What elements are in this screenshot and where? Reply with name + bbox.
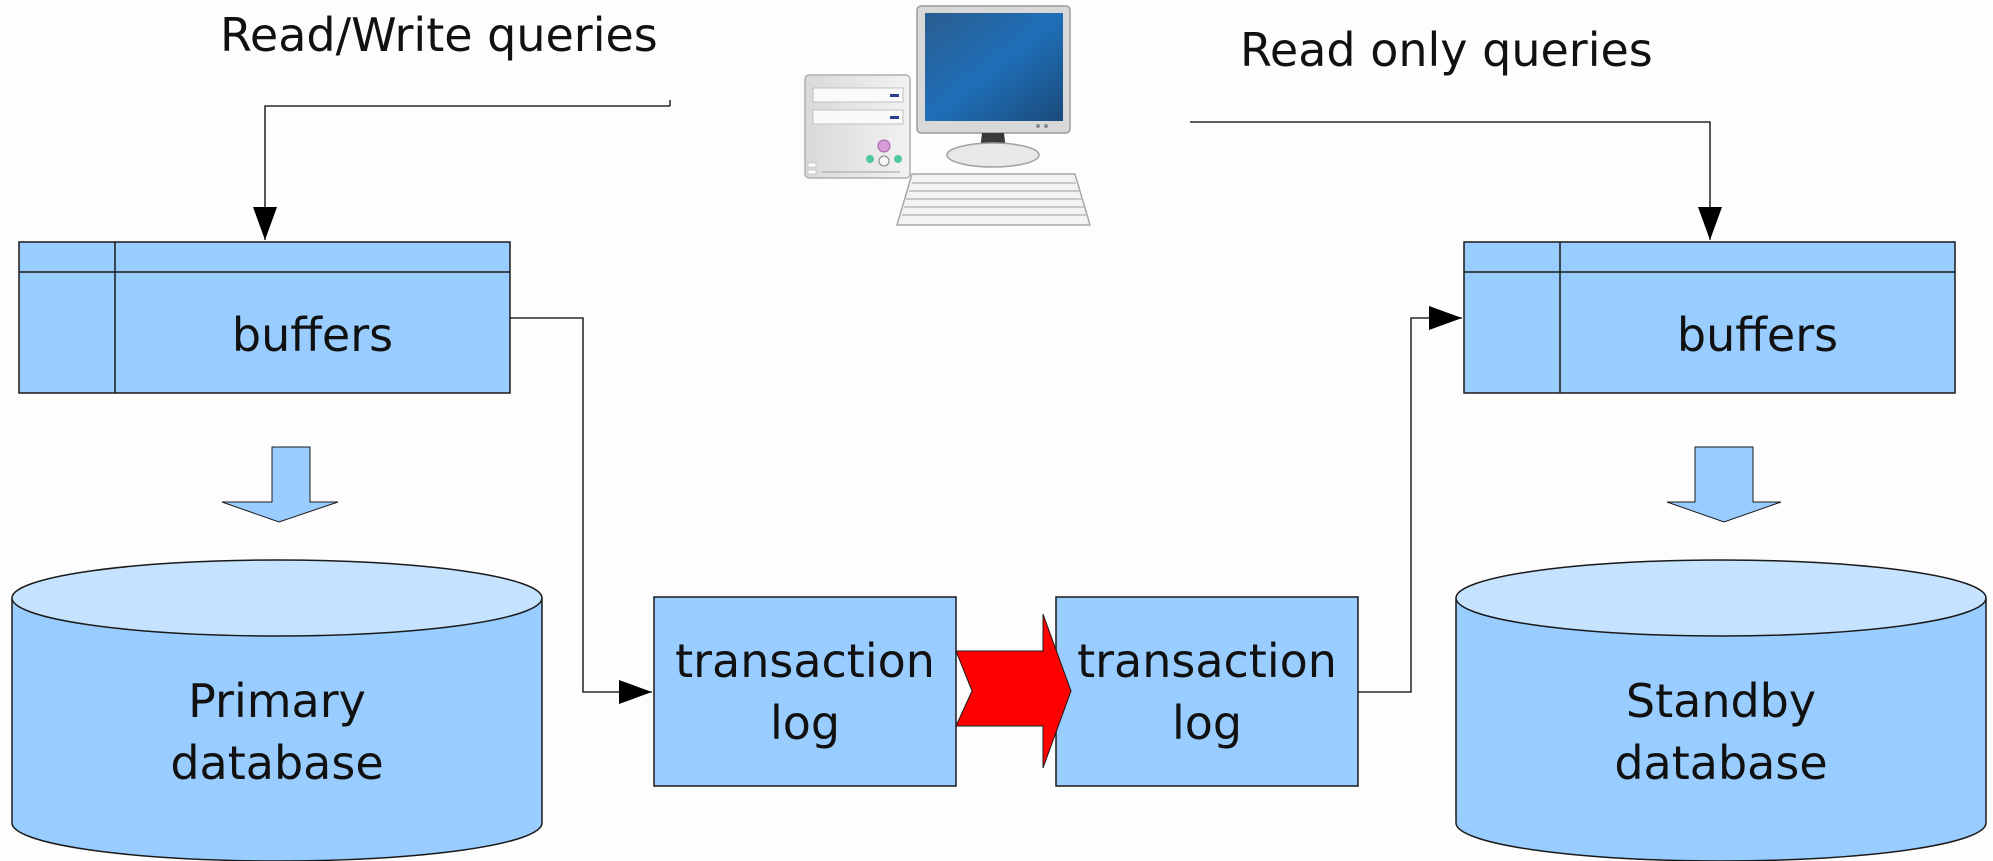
primary-buffers-label: buffers <box>231 308 394 362</box>
primary-transaction-log-box <box>653 596 957 787</box>
rw-queries-label: Read/Write queries <box>220 8 658 62</box>
standby-database-label: Standby database <box>1614 674 1828 790</box>
ro-query-connector <box>1190 121 1722 240</box>
log-to-buffers-connector <box>1358 306 1462 693</box>
standby-transaction-log-label: transaction log <box>1077 634 1337 750</box>
desktop-computer-icon <box>804 5 1092 226</box>
standby-database-cylinder <box>1455 559 1987 861</box>
primary-flush-arrow <box>221 446 339 523</box>
primary-transaction-log-label: transaction log <box>675 634 935 750</box>
primary-buffers-box <box>18 241 511 394</box>
primary-database-cylinder <box>11 559 543 861</box>
buffers-to-log-connector <box>510 317 652 704</box>
rw-query-connector <box>253 105 670 240</box>
standby-flush-arrow <box>1666 446 1782 523</box>
standby-buffers-label: buffers <box>1676 308 1839 362</box>
log-shipping-arrow <box>955 613 1072 769</box>
primary-database-label: Primary database <box>170 674 384 790</box>
standby-buffers-box <box>1463 241 1956 394</box>
ro-queries-label: Read only queries <box>1240 23 1653 77</box>
standby-transaction-log-box <box>1055 596 1359 787</box>
